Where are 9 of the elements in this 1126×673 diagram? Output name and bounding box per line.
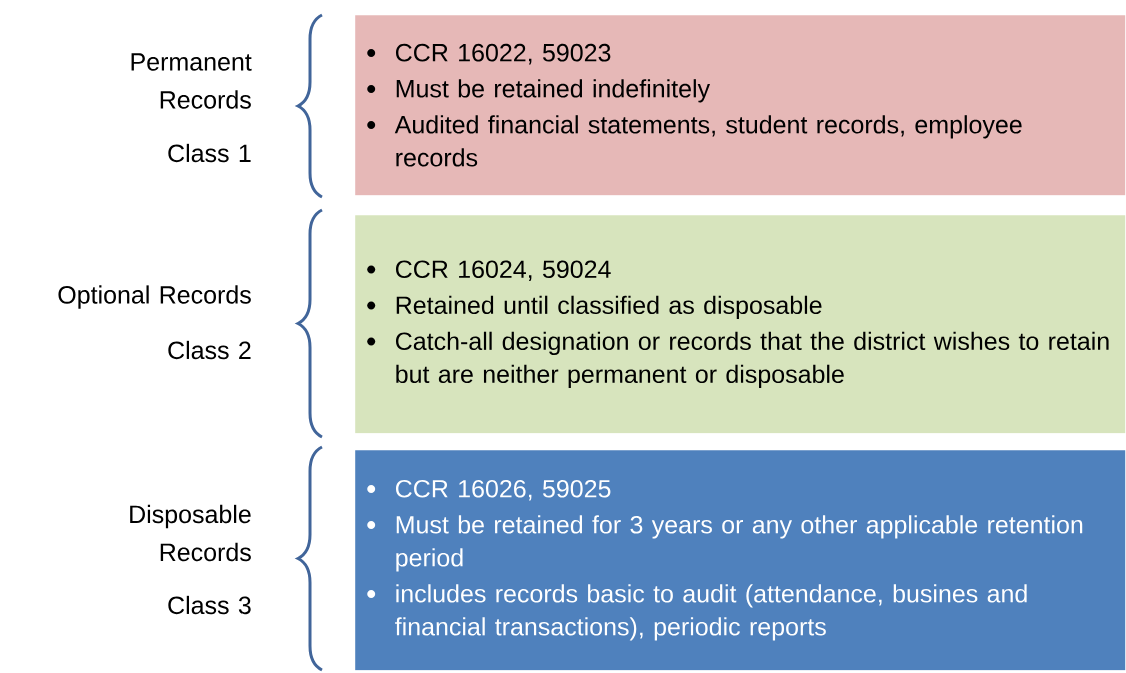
- bullet-list-box: CCR 16024, 59024 Retained until classified as disposable Catch-all designation or records that the district wishes to retain but are neither permanent or disposable: [355, 215, 1126, 434]
- bullet-list-box: CCR 16022, 59023 Must be retained indefinitely Audited financial statements, student records, employee records: [355, 15, 1126, 196]
- row-label: Disposable Records: [130, 504, 251, 562]
- row-label: Permanent Records: [131, 53, 252, 109]
- row-label: Class 1: [168, 143, 251, 163]
- row-label: Class 3: [168, 595, 251, 615]
- row-label: Optional Records: [58, 285, 251, 309]
- bullet-list-box: CCR 16026, 59025 Must be retained for 3 years or any other applicable retention period includes records basic to audit (attendance, busines and financial transactions), periodic reports: [355, 450, 1126, 671]
- row-label: Class 2: [168, 340, 251, 360]
